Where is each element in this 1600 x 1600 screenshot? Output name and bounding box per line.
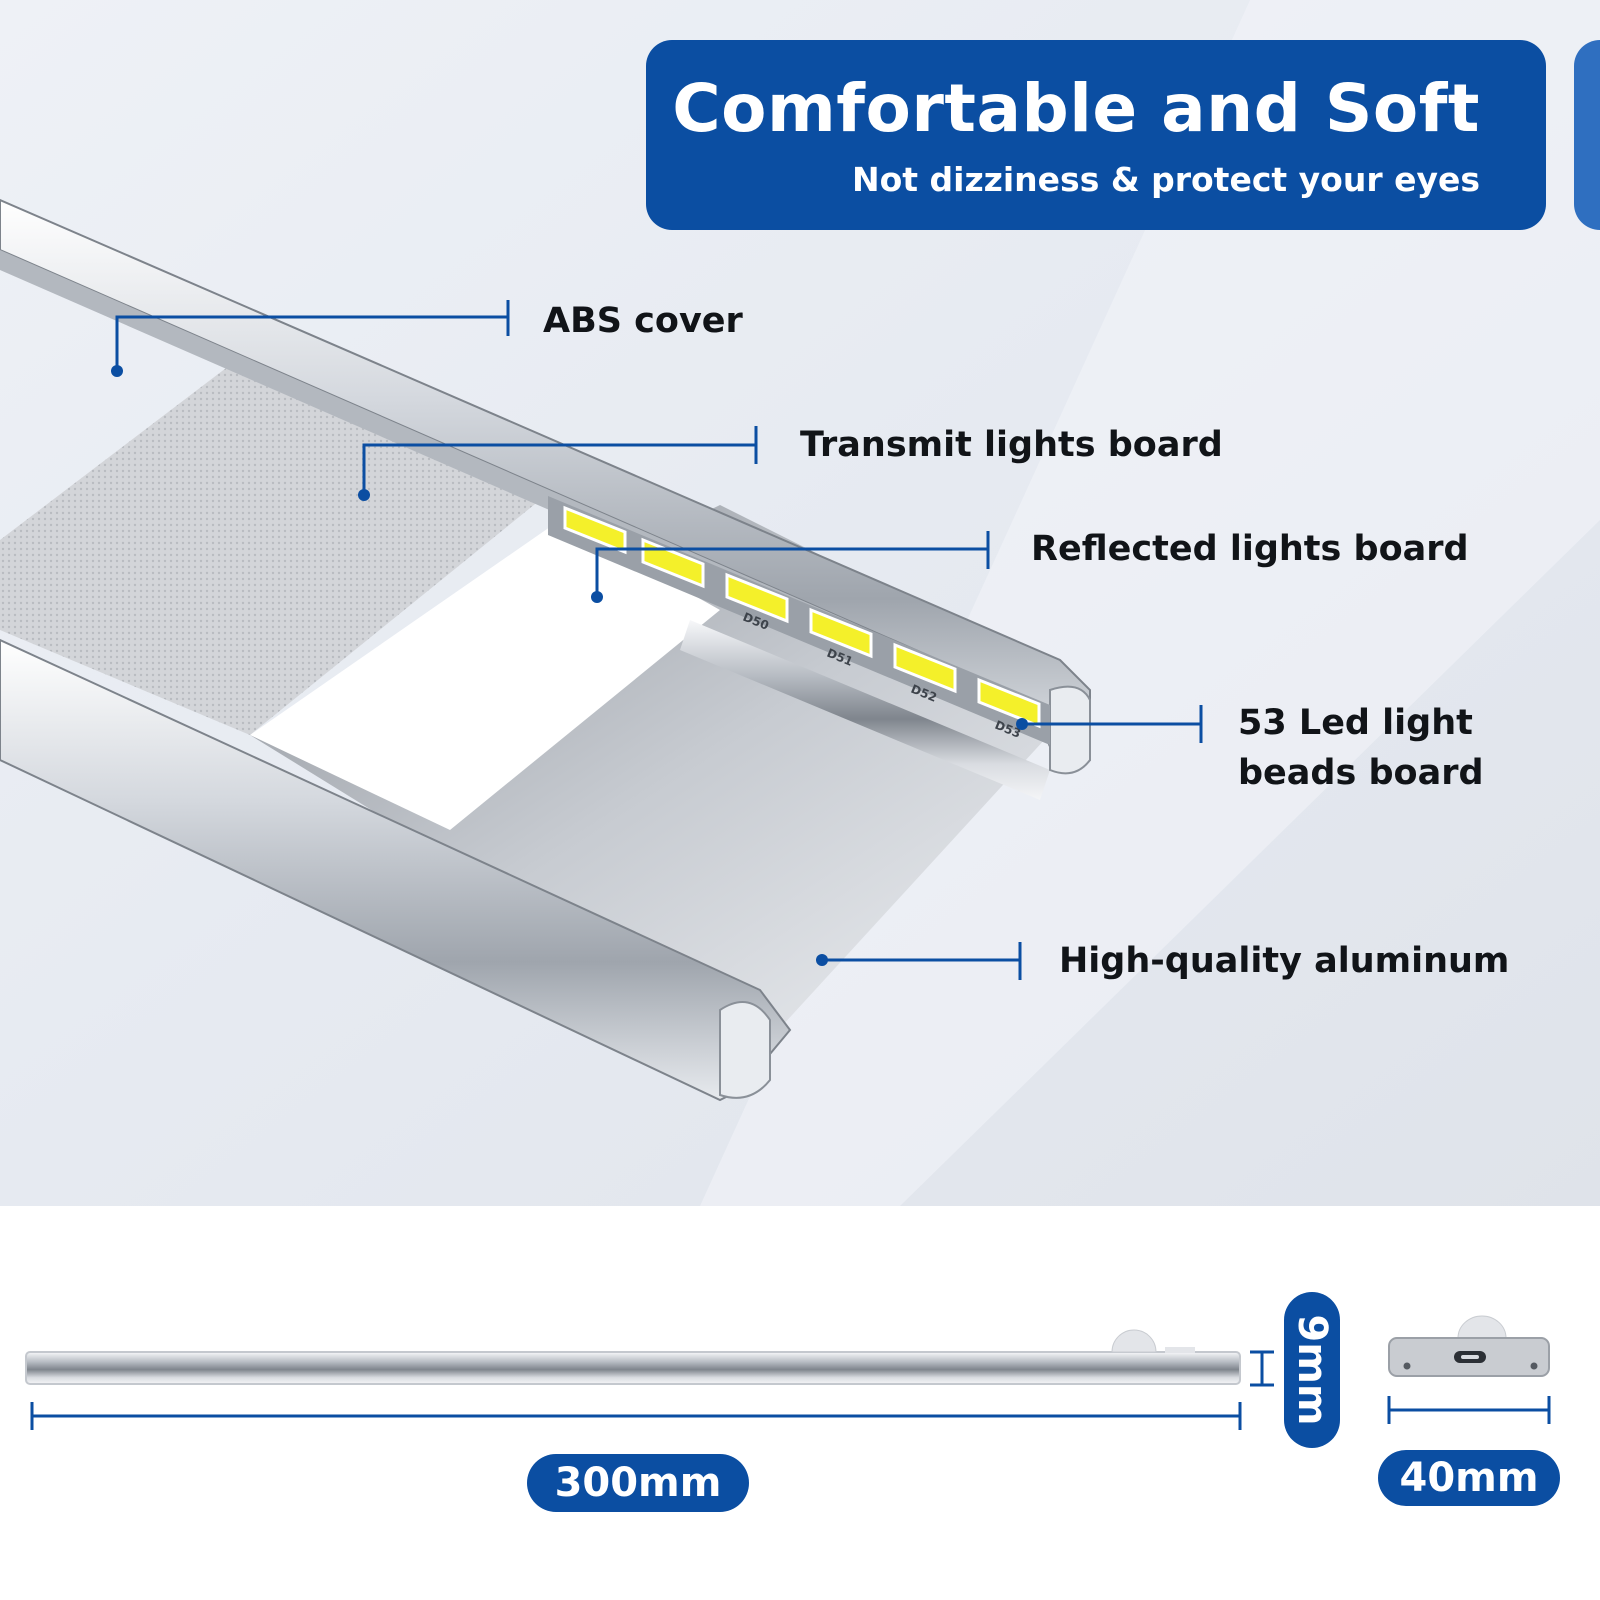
usb-c-port-icon — [1454, 1351, 1486, 1363]
thickness-dimension-line — [1250, 1350, 1274, 1387]
banner-edge — [1574, 40, 1600, 230]
callout-aluminum: High-quality aluminum — [1059, 941, 1510, 981]
callout-abs-cover: ABS cover — [543, 301, 743, 341]
length-dimension-line — [30, 1402, 1242, 1430]
callout-transmit-lights-board: Transmit lights board — [800, 425, 1223, 465]
callout-led-beads-board: 53 Led light beads board — [1238, 698, 1484, 798]
length-badge: 300mm — [527, 1454, 749, 1512]
callout-led-line2: beads board — [1238, 753, 1484, 793]
width-dimension-line — [1387, 1396, 1551, 1424]
end-view-cap — [1388, 1315, 1550, 1377]
callout-dots — [111, 365, 1028, 966]
callout-lines — [115, 300, 1203, 980]
title-banner: Comfortable and Soft Not dizziness & pro… — [646, 40, 1546, 230]
width-badge: 40mm — [1378, 1450, 1560, 1506]
screw-icon — [1403, 1362, 1538, 1370]
banner-subtitle: Not dizziness & protect your eyes — [851, 160, 1480, 199]
thickness-label: 9mm — [1289, 1314, 1335, 1426]
thickness-badge: 9mm — [1284, 1292, 1340, 1448]
callout-reflected-lights-board: Reflected lights board — [1031, 529, 1469, 569]
side-view-bar — [25, 1329, 1241, 1385]
banner-title: Comfortable and Soft — [672, 70, 1480, 147]
callout-led-line1: 53 Led light — [1238, 703, 1473, 743]
led-beads — [563, 505, 1041, 729]
